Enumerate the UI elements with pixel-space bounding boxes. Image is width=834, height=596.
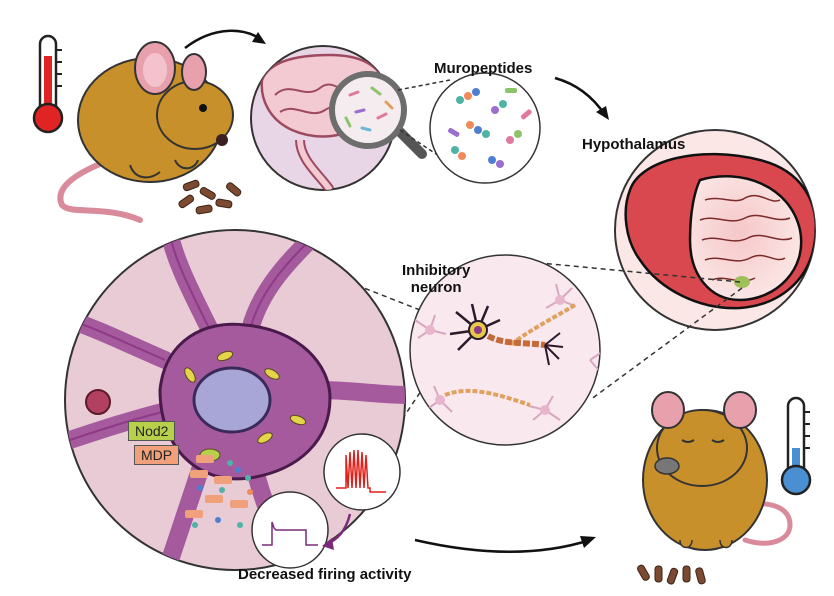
muropeptide-circle [429,72,541,184]
arrow-head [322,538,334,550]
mouse-active-icon [57,41,234,223]
pellets-right [637,564,706,585]
label-inhibitory-neuron: Inhibitory neuron [402,262,470,296]
arrow-head [252,32,266,44]
dashed-connector [399,129,461,171]
arrow-head [596,106,609,120]
magnifier-icon [329,71,427,159]
thermometer-cold-icon [780,396,812,496]
trace-low-circle [251,491,329,569]
mouse-resting-icon [642,391,793,551]
arrow-mouse-to-gut [184,29,263,49]
label-mdp: MDP [134,445,180,465]
dashed-connector [397,79,451,91]
arrow-to-hypothalamus [554,76,607,116]
arrow-head [580,536,596,548]
arrow-to-resting-mouse [414,538,591,553]
label-nod2: Nod2 [128,421,176,441]
label-decreased-firing: Decreased firing activity [238,566,412,583]
thermometer-hot-icon [32,34,64,134]
neuron-zoom-circle [64,229,406,571]
neurons-circle [409,254,601,446]
trace-high-circle [323,433,401,511]
brain-circle [614,129,816,331]
dashed-connector [589,287,743,401]
pellets-left [178,179,242,215]
label-inhibitory-line2: neuron [410,279,462,296]
dashed-connector [529,261,741,283]
label-muropeptides: Muropeptides [434,60,533,77]
label-hypothalamus: Hypothalamus [582,136,686,153]
label-inhibitory-line1: Inhibitory [402,262,471,279]
